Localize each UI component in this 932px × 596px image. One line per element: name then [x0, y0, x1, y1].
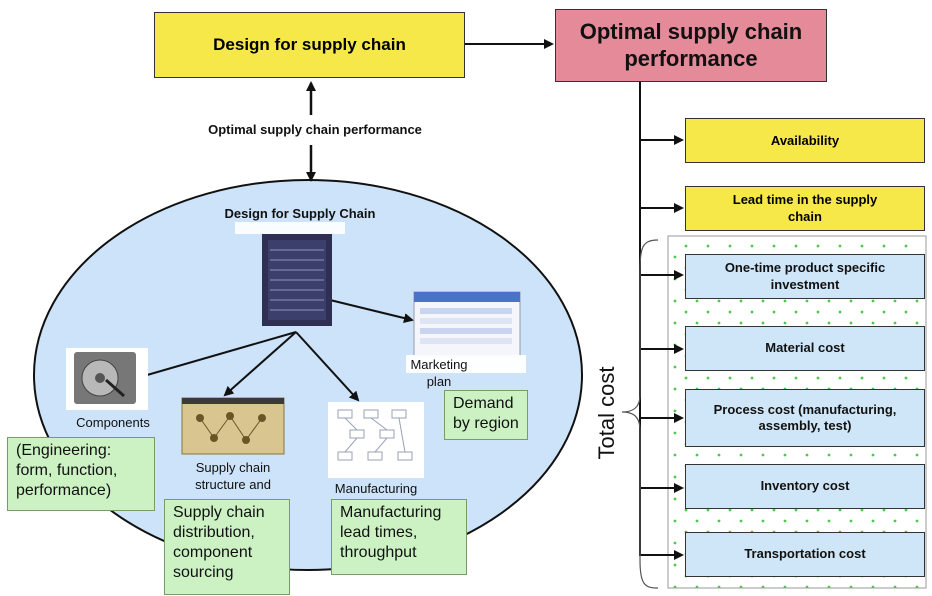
optimal-performance-box: Optimal supply chain performance: [555, 9, 827, 82]
cost-box-material: Material cost: [685, 326, 925, 371]
distribution-note: Supply chain distribution, component sou…: [164, 499, 290, 595]
server-image: [235, 222, 345, 326]
marketing-plan-label: Marketing plan: [410, 357, 468, 389]
design-box-label: Design for supply chain: [213, 35, 406, 54]
cost-box-inventory: Inventory cost: [685, 464, 925, 509]
components-image: [66, 348, 148, 410]
components-label: Components: [76, 415, 150, 430]
ellipse-title: Design for Supply Chain: [224, 206, 376, 221]
demand-note: Demand by region: [444, 390, 528, 440]
total-cost-label: Total cost: [594, 366, 619, 460]
design-for-supply-chain-box: Design for supply chain: [154, 12, 465, 78]
manufacturing-image: [328, 402, 424, 478]
engineering-note: (Engineering: form, function, performanc…: [7, 437, 155, 511]
cost-box-transportation: Transportation cost: [685, 532, 925, 577]
cost-box-process: Process cost (manufacturing, assembly, t…: [685, 389, 925, 447]
optimal-box-label: Optimal supply chain performance: [579, 19, 803, 71]
availability-box: Availability: [685, 118, 925, 163]
connector-label: Optimal supply chain performance: [208, 122, 422, 137]
cost-box-one-time-investment: One-time product specific investment: [685, 254, 925, 299]
supply-chain-structure-image: [181, 397, 285, 455]
lead-time-box: Lead time in the supply chain: [685, 186, 925, 231]
manufacturing-label: Manufacturing: [334, 481, 418, 496]
supply-structure-label: Supply chain structure and: [195, 460, 271, 492]
marketing-plan-image: [406, 291, 526, 373]
total-cost-brace: [621, 239, 659, 589]
manufacturing-note: Manufacturing lead times, throughput: [331, 499, 467, 575]
